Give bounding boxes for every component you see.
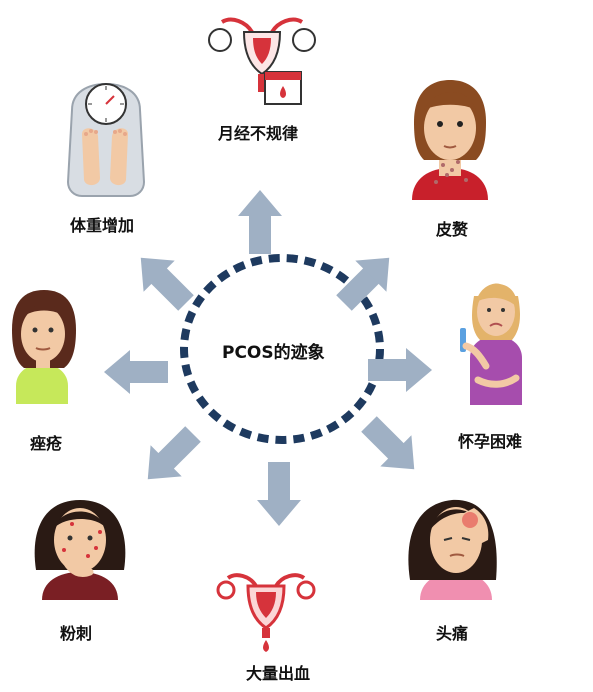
label-acne: 粉刺 xyxy=(60,624,93,643)
center-dashed-ring xyxy=(180,254,384,444)
uterus-calendar-icon xyxy=(208,17,316,105)
woman-headache-icon xyxy=(408,499,497,600)
label-headache: 头痛 xyxy=(436,624,469,643)
arrow-down xyxy=(257,462,301,526)
label-weight-gain: 体重增加 xyxy=(70,216,135,235)
arrow-up-left xyxy=(140,257,194,311)
arrow-right xyxy=(368,348,432,392)
label-irregular-menstruation: 月经不规律 xyxy=(218,124,299,143)
woman-neck-tags-icon xyxy=(412,80,488,200)
arrow-down-right xyxy=(361,416,415,470)
woman-face-icon xyxy=(12,290,76,404)
label-infertility: 怀孕困难 xyxy=(458,432,523,451)
feet-on-scale-icon xyxy=(66,82,146,197)
arrow-up xyxy=(238,190,282,254)
arrow-left xyxy=(104,350,168,394)
arrow-down-left xyxy=(147,426,201,480)
center-title: PCOS的迹象 xyxy=(222,343,325,363)
label-skin-tags: 皮赘 xyxy=(436,220,469,239)
label-heavy-bleeding: 大量出血 xyxy=(246,664,311,683)
label-hirsutism: 痤疮 xyxy=(30,434,63,453)
arrows xyxy=(104,190,432,526)
arrow-up-right xyxy=(336,257,390,311)
woman-pregnancy-test-icon xyxy=(460,283,522,405)
uterus-bleeding-icon xyxy=(216,573,316,652)
woman-acne-icon xyxy=(34,500,126,600)
